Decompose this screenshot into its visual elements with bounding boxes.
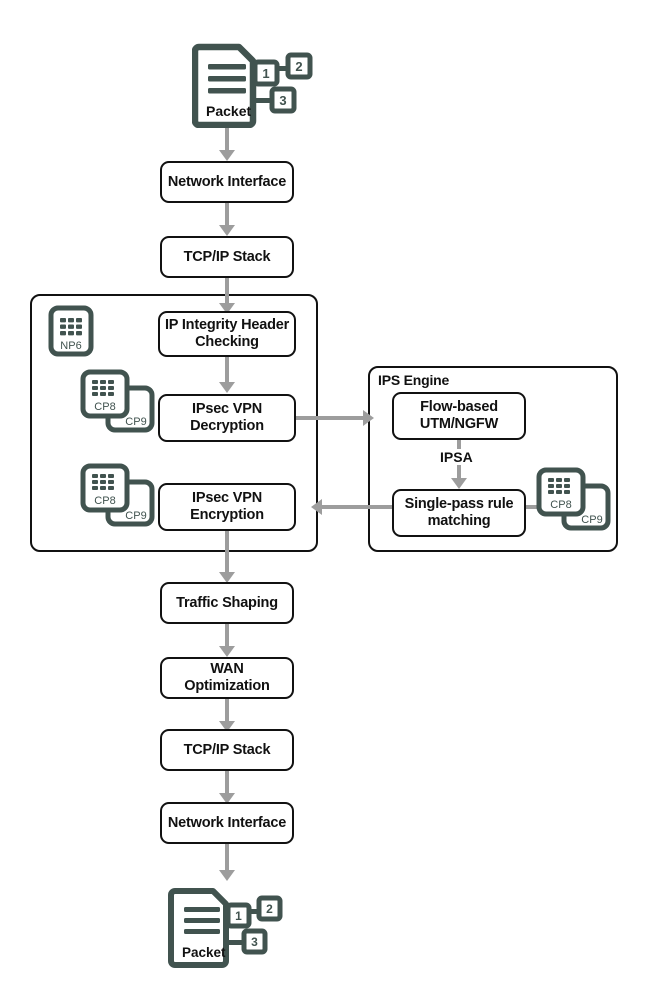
arrowhead-utm-to-single-pass bbox=[451, 478, 467, 489]
box-tcpip-stack-in-label: TCP/IP Stack bbox=[183, 248, 271, 265]
arrowhead-encrypt-to-traffic-shaping bbox=[219, 572, 235, 583]
connector-nic-out-to-packet bbox=[225, 844, 229, 874]
connector-tcpip-out-to-nic-out bbox=[225, 771, 229, 797]
arrowhead-packet-to-nic bbox=[219, 150, 235, 161]
box-network-interface-in[interactable]: Network Interface bbox=[160, 161, 294, 203]
svg-text:2: 2 bbox=[266, 902, 273, 916]
box-ipsec-encrypt-line1: IPsec VPN bbox=[192, 490, 262, 507]
box-traffic-shaping[interactable]: Traffic Shaping bbox=[160, 582, 294, 624]
svg-text:3: 3 bbox=[279, 93, 286, 108]
connector-tcpip-to-ipintegrity bbox=[225, 278, 229, 307]
box-traffic-shaping-label: Traffic Shaping bbox=[176, 594, 278, 611]
connector-nic-to-tcpip bbox=[225, 203, 229, 229]
arrowhead-nic-to-tcpip bbox=[219, 225, 235, 236]
box-ipsec-decrypt-line2: Decryption bbox=[190, 418, 264, 434]
svg-text:CP8: CP8 bbox=[94, 495, 115, 507]
box-ip-integrity-line1: IP Integrity Header bbox=[164, 317, 290, 334]
svg-text:CP9: CP9 bbox=[125, 416, 146, 428]
box-network-interface-out[interactable]: Network Interface bbox=[160, 802, 294, 844]
connector-packet-to-nic bbox=[225, 124, 229, 154]
box-ipsec-encrypt-line2: Encryption bbox=[190, 507, 264, 523]
svg-text:1: 1 bbox=[262, 66, 269, 81]
svg-text:CP8: CP8 bbox=[550, 499, 571, 511]
box-ip-integrity-line2: Checking bbox=[195, 334, 259, 350]
box-single-pass-line1: Single-pass rule bbox=[404, 496, 514, 513]
box-ipsec-vpn-encryption[interactable]: IPsec VPN Encryption bbox=[158, 483, 296, 531]
connector-ipintegrity-to-decrypt bbox=[225, 357, 229, 386]
chip-pair-cp8-cp9-decryption: CP9 CP8 bbox=[78, 368, 160, 436]
svg-text:CP8: CP8 bbox=[94, 401, 115, 413]
arrowhead-traffic-shaping-to-wan bbox=[219, 646, 235, 657]
box-ipsec-decrypt-line1: IPsec VPN bbox=[192, 401, 262, 418]
chip-np6: NP6 bbox=[48, 305, 94, 357]
chip-pair-cp8-cp9-encryption: CP9 CP8 bbox=[78, 462, 160, 530]
box-network-interface-in-label: Network Interface bbox=[167, 173, 287, 190]
connector-traffic-shaping-to-wan bbox=[225, 624, 229, 650]
connector-wan-to-tcpip-out bbox=[225, 699, 229, 725]
box-wan-optimization-label: WAN Optimization bbox=[184, 661, 270, 694]
arrowhead-nic-out-to-packet bbox=[219, 870, 235, 881]
box-flow-based-utm-ngfw[interactable]: Flow-based UTM/NGFW bbox=[392, 392, 526, 440]
svg-text:1: 1 bbox=[235, 909, 242, 923]
arrowhead-ipintegrity-to-decrypt bbox=[219, 382, 235, 393]
svg-text:2: 2 bbox=[295, 59, 302, 74]
svg-text:Packet: Packet bbox=[182, 945, 226, 960]
box-single-pass-line2: matching bbox=[427, 513, 491, 529]
box-tcpip-stack-out[interactable]: TCP/IP Stack bbox=[160, 729, 294, 771]
svg-text:CP9: CP9 bbox=[581, 514, 602, 526]
ips-engine-title: IPS Engine bbox=[378, 372, 450, 388]
svg-text:NP6: NP6 bbox=[60, 340, 81, 352]
connector-encrypt-to-traffic-shaping bbox=[225, 531, 229, 577]
arrowhead-tcpip-to-ipintegrity bbox=[219, 303, 235, 314]
packet-icon-inbound: 1 2 3 Packet bbox=[191, 40, 317, 129]
box-flow-based-line1: Flow-based bbox=[420, 399, 498, 416]
box-tcpip-stack-in[interactable]: TCP/IP Stack bbox=[160, 236, 294, 278]
chip-pair-cp8-cp9-ips: CP9 CP8 bbox=[534, 466, 616, 534]
svg-text:3: 3 bbox=[251, 935, 258, 949]
arrowhead-decrypt-to-ips bbox=[363, 410, 374, 426]
svg-text:CP9: CP9 bbox=[125, 510, 146, 522]
arrowhead-wan-to-tcpip-out bbox=[219, 721, 235, 732]
ipsa-connector-label: IPSA bbox=[437, 449, 476, 465]
packet-icon-outbound: 1 2 3 Packet bbox=[168, 884, 288, 969]
box-network-interface-out-label: Network Interface bbox=[167, 814, 287, 831]
arrowhead-tcpip-out-to-nic-out bbox=[219, 793, 235, 804]
svg-text:Packet: Packet bbox=[206, 103, 251, 119]
box-wan-optimization[interactable]: WAN Optimization bbox=[160, 657, 294, 699]
box-single-pass-rule-matching[interactable]: Single-pass rule matching bbox=[392, 489, 526, 537]
box-tcpip-stack-out-label: TCP/IP Stack bbox=[183, 741, 271, 758]
box-ipsec-vpn-decryption[interactable]: IPsec VPN Decryption bbox=[158, 394, 296, 442]
box-ip-integrity-header-checking[interactable]: IP Integrity Header Checking bbox=[158, 311, 296, 357]
connector-decrypt-to-ips bbox=[296, 416, 365, 420]
box-flow-based-line2: UTM/NGFW bbox=[419, 416, 499, 432]
arrowhead-ips-to-encrypt bbox=[311, 499, 322, 515]
